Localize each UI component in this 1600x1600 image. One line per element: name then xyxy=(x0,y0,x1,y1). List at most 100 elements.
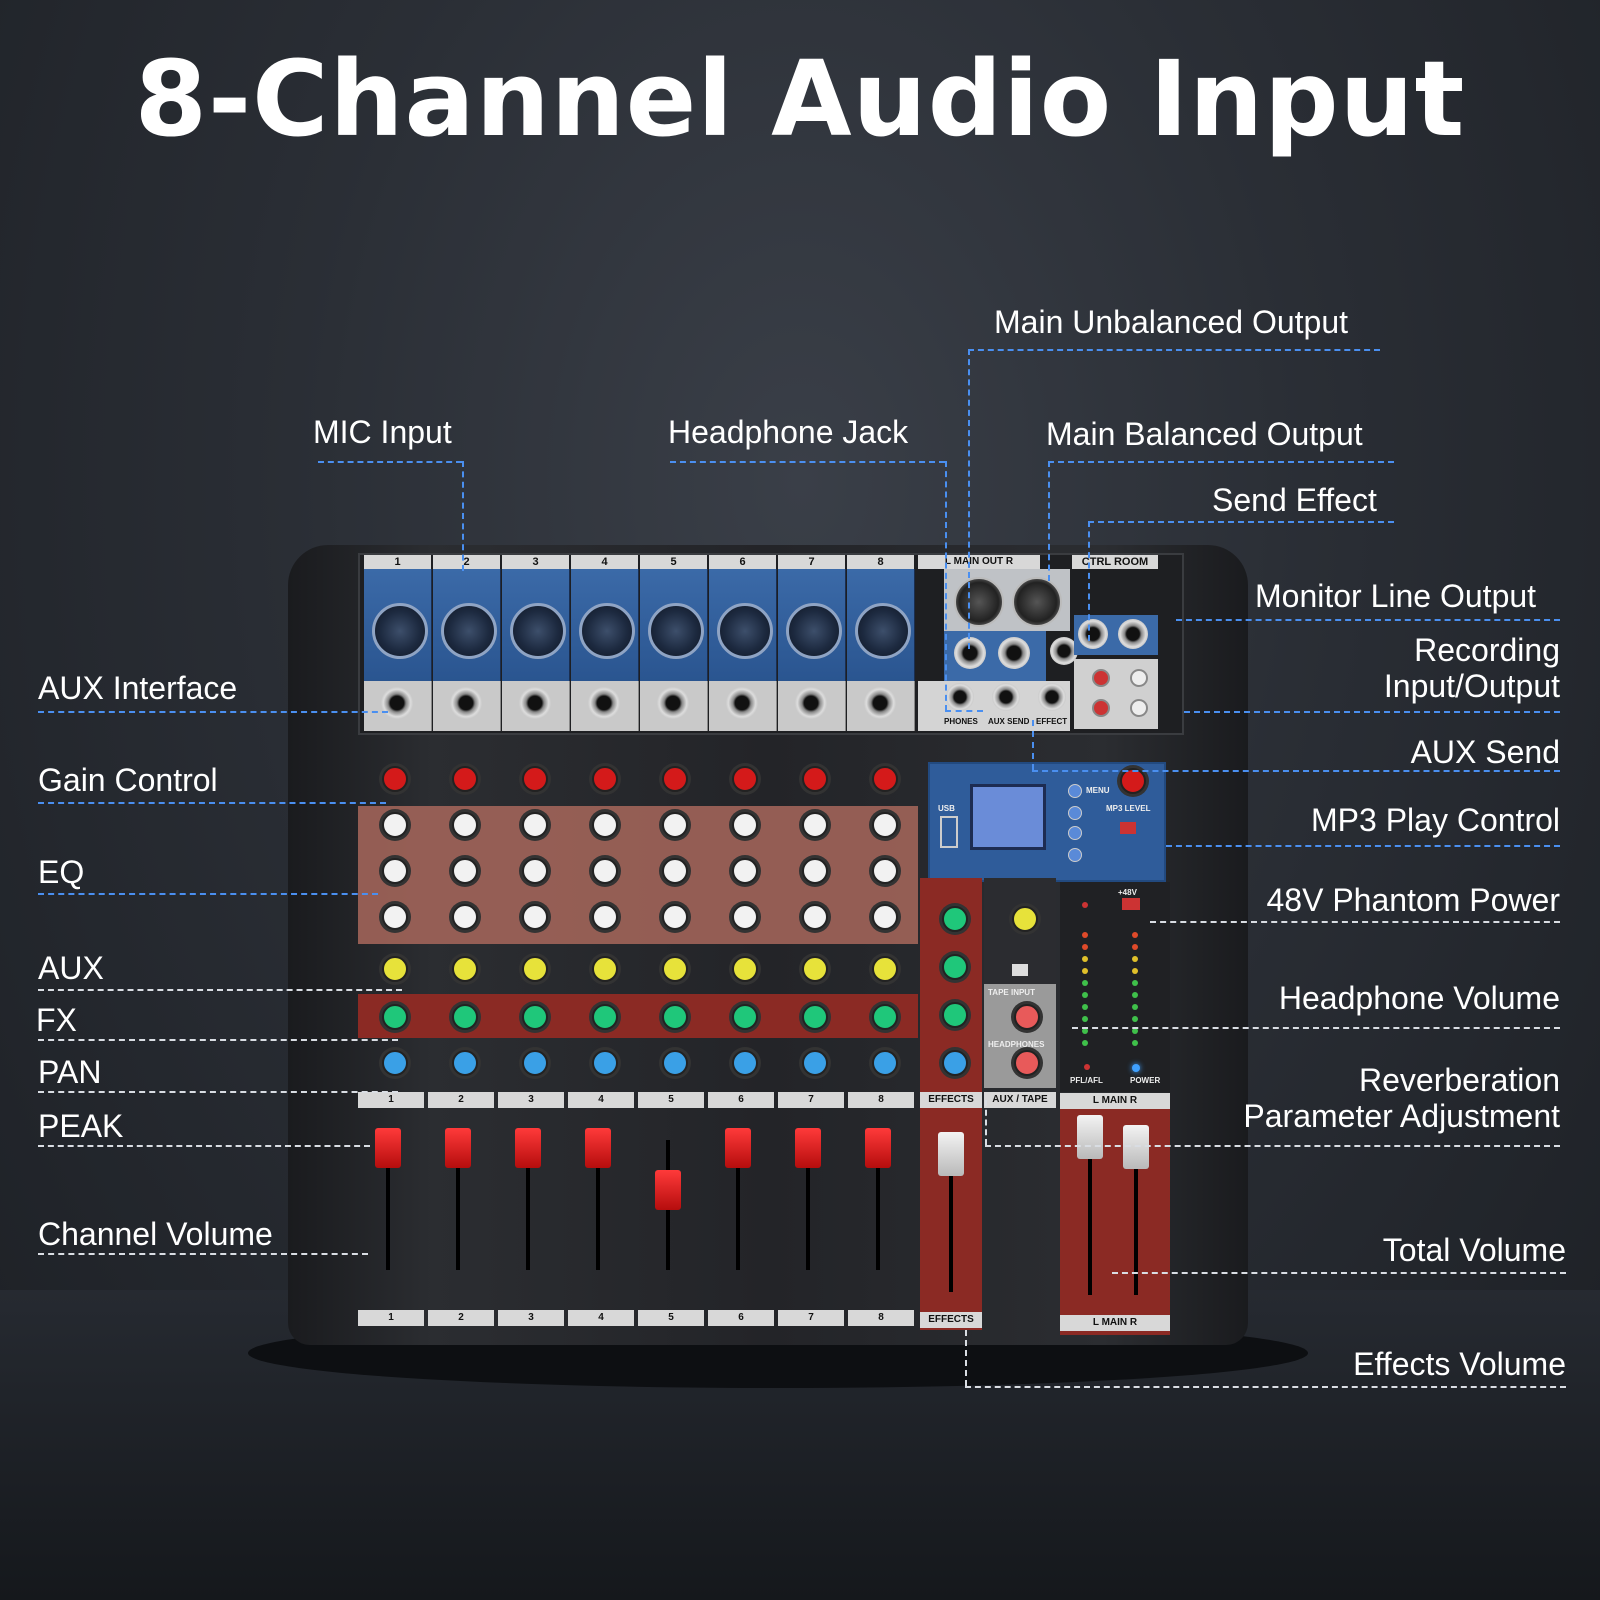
meter-led-right xyxy=(1132,968,1138,974)
mic-input-block xyxy=(847,569,915,681)
line-jack xyxy=(450,687,482,719)
leader-gain-h xyxy=(38,802,386,804)
main-label-top: L MAIN R xyxy=(1060,1093,1170,1109)
effect-jack xyxy=(1038,683,1066,711)
eq-mf-knob xyxy=(592,858,618,884)
meter-led-right xyxy=(1132,1004,1138,1010)
channel-number-top: 3 xyxy=(502,555,569,569)
power-label: POWER xyxy=(1130,1076,1161,1085)
fx-knob xyxy=(802,1004,828,1030)
eq-hf-knob xyxy=(802,812,828,838)
channel-controls xyxy=(358,760,923,1125)
headphone-volume-knob xyxy=(1014,1050,1040,1076)
mp3-display xyxy=(970,784,1046,850)
aux-knob xyxy=(802,956,828,982)
label-total-volume: Total Volume xyxy=(1382,1232,1566,1268)
leader-peak-h xyxy=(38,1145,370,1147)
mic-input-block xyxy=(571,569,639,681)
leader-mic-input-h xyxy=(318,461,462,463)
eq-lf-knob xyxy=(662,904,688,930)
tape-input-knob xyxy=(1014,1004,1040,1030)
pan-knob xyxy=(872,1050,898,1076)
aux-knob xyxy=(662,956,688,982)
pfl-led xyxy=(1084,1064,1090,1070)
leader-headphone-jack-v xyxy=(945,461,947,711)
channel-fader-slot xyxy=(386,1140,390,1270)
channel-number-mid: 8 xyxy=(848,1092,914,1108)
main-right-fader-cap xyxy=(1123,1125,1149,1169)
channel-fader-slot xyxy=(806,1140,810,1270)
rca-in-right-connector xyxy=(1092,699,1110,717)
leader-main-unbalanced-v xyxy=(968,349,970,649)
channel-fader-cap xyxy=(795,1128,821,1168)
channel-fader-cap xyxy=(445,1128,471,1168)
tape-input-label: TAPE INPUT xyxy=(988,988,1035,997)
phantom-switch xyxy=(1122,898,1140,910)
leader-effects-volume-h xyxy=(965,1386,1566,1388)
meter-led-right xyxy=(1132,980,1138,986)
aux-knob xyxy=(522,956,548,982)
label-peak: PEAK xyxy=(38,1108,124,1144)
leader-effects-volume-v xyxy=(965,1330,967,1386)
pan-knob xyxy=(452,1050,478,1076)
leader-channel-volume-h xyxy=(38,1253,368,1255)
mic-xlr-connector xyxy=(855,603,911,659)
aux-knob xyxy=(382,956,408,982)
eq-hf-knob xyxy=(522,812,548,838)
leader-headphone-jack-h2 xyxy=(945,710,983,712)
fx-knob xyxy=(452,1004,478,1030)
label-headphone-jack: Headphone Jack xyxy=(668,414,909,450)
fx-knob xyxy=(382,1004,408,1030)
eq-lf-knob xyxy=(592,904,618,930)
channel-number-bottom: 2 xyxy=(428,1310,494,1326)
meter-led-left xyxy=(1082,980,1088,986)
line-jack xyxy=(381,687,413,719)
channel-number-top: 7 xyxy=(778,555,845,569)
meter-led-right xyxy=(1132,992,1138,998)
meter-led-left xyxy=(1082,944,1088,950)
aux-master-knob xyxy=(1012,906,1038,932)
label-aux: AUX xyxy=(38,950,104,986)
rca-in-left-connector xyxy=(1092,669,1110,687)
effects-fader-cap xyxy=(938,1132,964,1176)
fx-knob xyxy=(872,1004,898,1030)
leader-send-effect-v xyxy=(1088,521,1090,641)
channel-fader-slot xyxy=(736,1140,740,1270)
mic-input-block xyxy=(640,569,708,681)
eq-lf-knob xyxy=(802,904,828,930)
eq-hf-knob xyxy=(872,812,898,838)
eq-lf-knob xyxy=(452,904,478,930)
eq-mf-knob xyxy=(382,858,408,884)
main-right-fader-slot xyxy=(1134,1135,1138,1295)
channel-number-top: 8 xyxy=(847,555,914,569)
label-monitor-line-output: Monitor Line Output xyxy=(1255,578,1537,614)
gain-knob xyxy=(522,766,548,792)
channel-number-top: 6 xyxy=(709,555,776,569)
meter-led-left xyxy=(1082,992,1088,998)
monitor-left-jack xyxy=(1078,619,1108,649)
eq-lf-knob xyxy=(732,904,758,930)
label-recording-line1: Recording xyxy=(1414,632,1560,668)
prev-button xyxy=(1068,806,1082,820)
eq-hf-knob xyxy=(382,812,408,838)
aux-knob xyxy=(872,956,898,982)
leader-monitor-line-h xyxy=(1176,619,1560,621)
meter-led-right xyxy=(1132,1028,1138,1034)
meter-led-left xyxy=(1082,1040,1088,1046)
channel-number-top: 4 xyxy=(571,555,638,569)
eq-mf-knob xyxy=(522,858,548,884)
effects-column: EFFECTS EFFECTS xyxy=(920,878,982,1330)
line-jack xyxy=(519,687,551,719)
channel-fader-cap xyxy=(655,1170,681,1210)
aux-tape-label: AUX / TAPE xyxy=(984,1092,1056,1108)
monitor-right-jack xyxy=(1118,619,1148,649)
effects-label-top: EFFECTS xyxy=(920,1092,982,1108)
leader-phantom-h xyxy=(1150,921,1560,923)
pan-knob xyxy=(732,1050,758,1076)
label-reverb-line1: Reverberation xyxy=(1359,1062,1560,1098)
fx-knob xyxy=(592,1004,618,1030)
eq-mf-knob xyxy=(662,858,688,884)
eq-mf-knob xyxy=(452,858,478,884)
channel-number-mid: 5 xyxy=(638,1092,704,1108)
